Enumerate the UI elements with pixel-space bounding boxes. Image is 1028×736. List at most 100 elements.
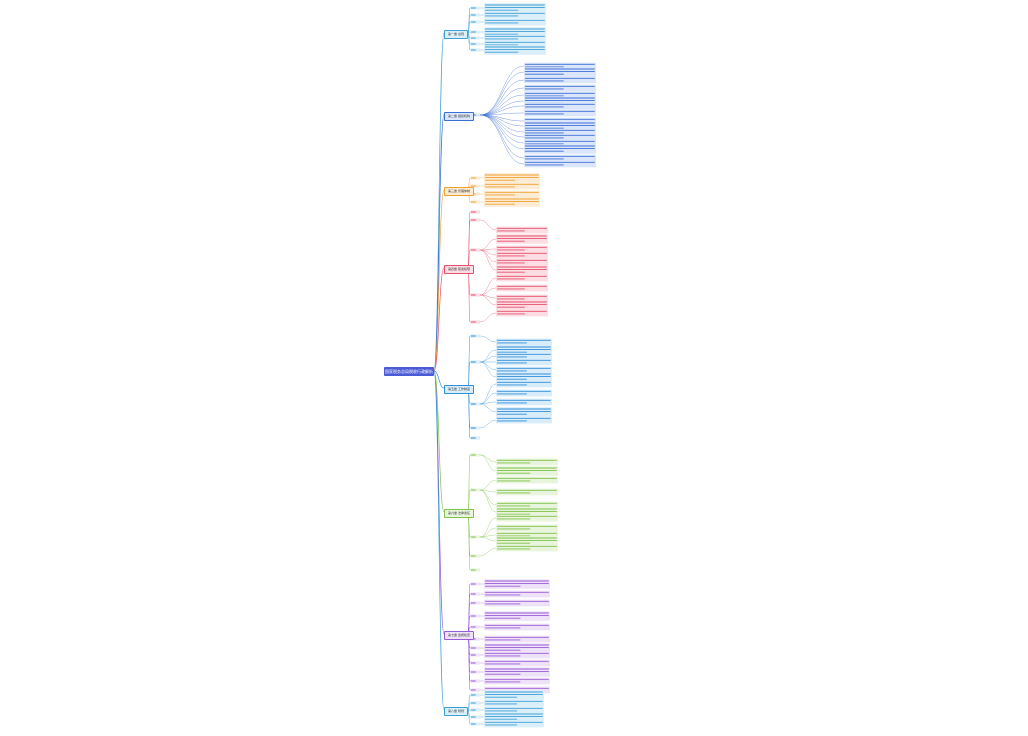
chapter-node[interactable]: 第七章 监督检查 [444,630,474,640]
detail-node[interactable] [496,352,552,360]
detail-node[interactable] [524,76,596,84]
detail-node[interactable] [496,251,548,259]
connector-line [433,370,445,711]
detail-node[interactable] [484,11,546,19]
connector-line [467,32,471,51]
connector-line [479,392,497,405]
connector-line [479,114,525,133]
connector-line [479,489,497,506]
detail-node[interactable] [524,133,596,141]
connector-line [479,114,525,159]
detail-node[interactable] [496,380,552,388]
connector-line [479,419,497,429]
connector-line [479,114,525,150]
detail-node[interactable] [496,358,552,366]
connector-line [479,454,497,472]
detail-node[interactable] [484,590,550,598]
connector-line [479,312,497,323]
connector-line [479,71,525,116]
connector-line [479,277,497,296]
detail-node[interactable] [484,659,550,667]
detail-node[interactable] [496,514,558,522]
connector-line [479,383,497,405]
detail-node[interactable] [524,84,596,92]
chapter-node[interactable]: 第一章 总则 [444,29,468,39]
connector-line [433,189,445,372]
detail-node[interactable] [496,524,558,532]
connector-line [479,114,525,144]
connector-line [479,403,497,413]
detail-node[interactable] [484,190,540,198]
detail-node[interactable] [496,274,548,282]
detail-node[interactable] [484,623,550,631]
chapter-node[interactable]: 第五章 工作制度 [444,384,474,394]
connector-line [479,479,497,491]
detail-node[interactable] [496,309,548,317]
connector-line [479,361,497,378]
connector-line [479,489,497,513]
detail-node[interactable] [496,398,552,406]
detail-node[interactable] [484,651,550,659]
connector-line [479,114,525,138]
detail-node[interactable] [496,284,548,292]
detail-node[interactable] [484,635,550,643]
detail-node[interactable] [484,599,550,607]
connector-line [433,370,445,635]
connector-line [467,21,471,34]
connector-line [433,370,445,389]
root-node[interactable]: 国家税务总局税收行政解析 [384,367,434,376]
detail-node[interactable] [524,154,596,162]
detail-node[interactable] [496,416,552,424]
connector-line [479,349,497,363]
connector-line [479,527,497,538]
detail-node[interactable] [484,34,546,42]
detail-node[interactable] [496,544,558,552]
connector-line [433,114,445,372]
detail-node[interactable] [484,699,544,707]
detail-node[interactable] [496,338,552,346]
connector-line [479,100,525,116]
connector-line [479,454,497,463]
detail-node[interactable] [496,258,548,266]
detail-node[interactable] [496,389,552,397]
connector-line [479,335,497,343]
chapter-node[interactable]: 第二章 组织机构 [444,111,474,121]
connector-line [479,517,497,538]
detail-node[interactable] [524,109,596,117]
chapter-node[interactable]: 第三章 管理体制 [444,186,474,196]
connector-line [479,105,525,116]
detail-node[interactable] [496,226,548,234]
detail-node[interactable] [496,245,548,253]
connector-line [433,267,445,372]
detail-node[interactable] [496,458,558,466]
connector-line [467,709,471,725]
detail-node[interactable] [484,182,540,190]
connector-line [479,87,525,116]
connector-line [479,547,497,557]
detail-node[interactable] [496,488,558,496]
connector-line [433,370,445,513]
detail-node[interactable] [524,160,596,168]
connector-line [479,238,497,251]
connector-line [479,114,525,165]
connector-line [479,294,497,306]
connector-line [479,94,525,116]
connector-line [479,355,497,363]
connector-line [479,287,497,296]
connector-line [479,401,497,405]
detail-node[interactable] [524,102,596,110]
connector-line [479,219,497,231]
chapter-node[interactable]: 第四章 职责权限 [444,264,474,274]
detail-node[interactable] [484,18,546,26]
detail-node[interactable] [484,720,544,728]
connector-line [479,489,497,493]
connector-line [479,536,497,542]
detail-node[interactable] [496,476,558,484]
chapter-node[interactable]: 第八章 附则 [444,706,468,716]
chapter-node[interactable]: 第六章 法律责任 [444,508,474,518]
detail-node[interactable] [484,677,550,685]
connector-line [479,112,525,116]
connector-line [479,361,497,371]
